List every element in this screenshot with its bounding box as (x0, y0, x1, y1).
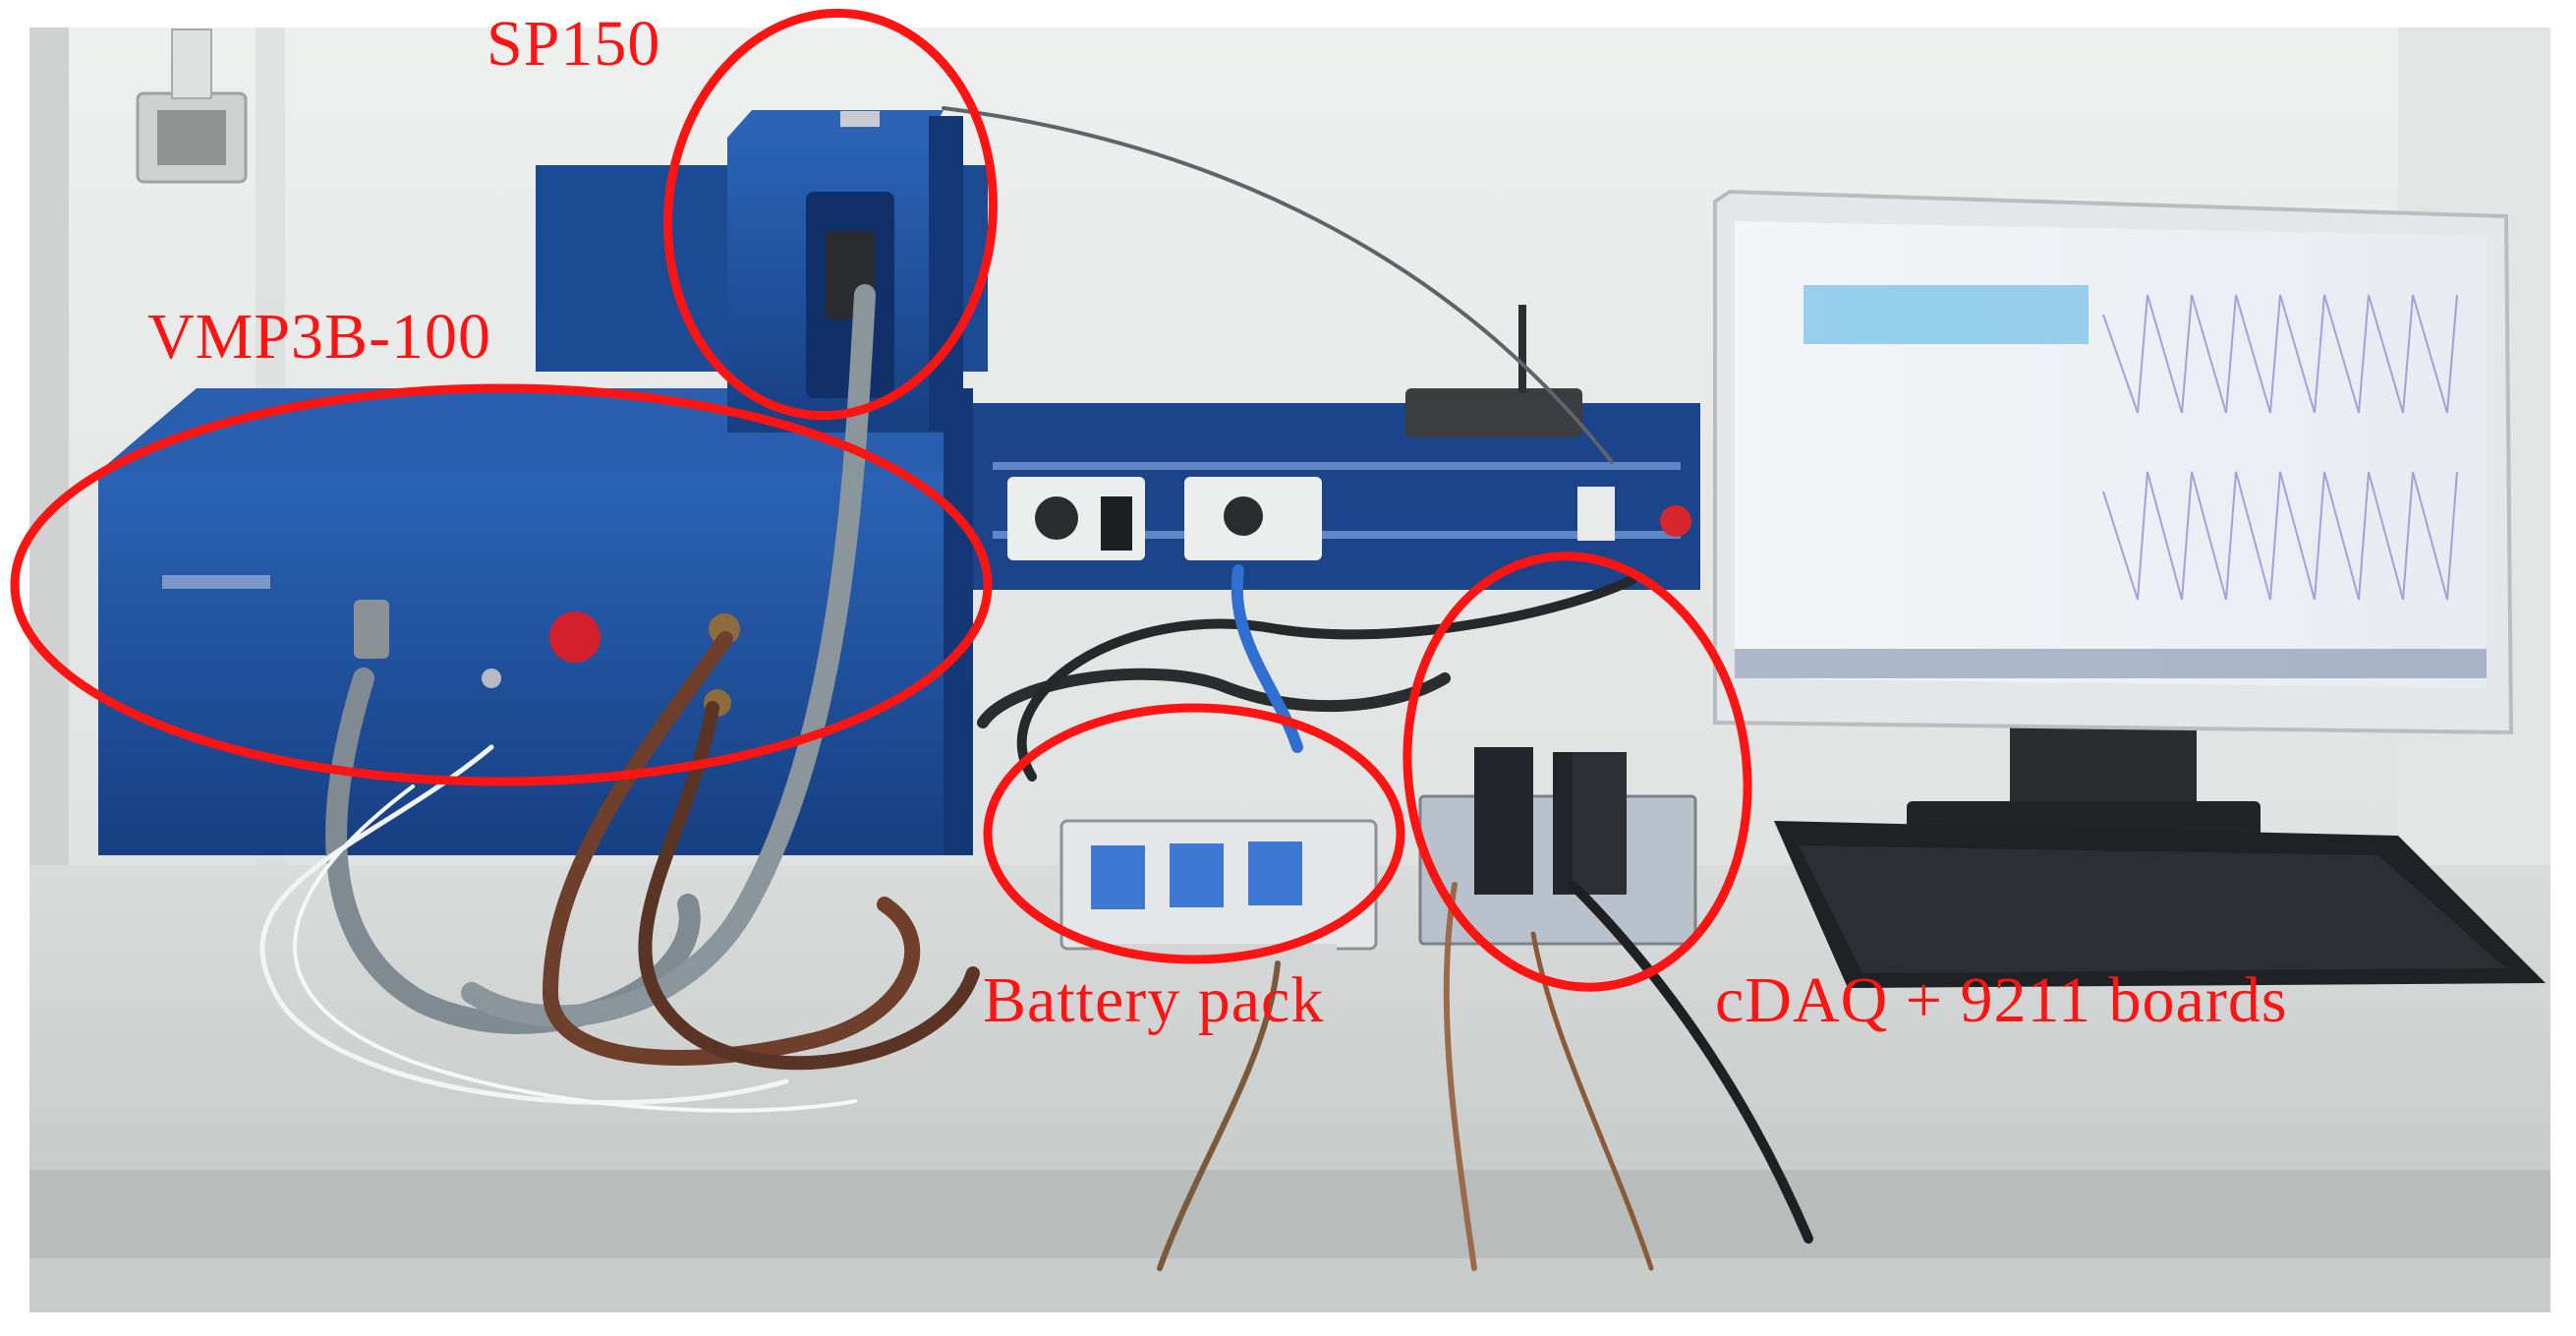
battery-pack-label: Battery pack (983, 964, 1325, 1036)
battery-pack (1059, 819, 1378, 968)
sp150-instrument (727, 110, 963, 433)
vmp3b-100-highlight (10, 383, 993, 786)
cables (259, 106, 1813, 1271)
monitor (1713, 189, 2514, 841)
sp150-highlight (663, 8, 998, 421)
router (1405, 305, 1582, 437)
keyboard (1774, 821, 2546, 988)
cdaq-label: cDAQ + 9211 boards (1715, 964, 2288, 1036)
wall-socket (136, 29, 248, 184)
vmp3b-100-label: VMP3B-100 (147, 301, 492, 373)
cdaq-chassis (1418, 747, 1697, 946)
battery-pack-highlight (983, 703, 1405, 964)
cdaq-highlight (1402, 552, 1752, 992)
annotation-ellipses (10, 8, 1752, 992)
sp150-label: SP150 (487, 8, 661, 80)
